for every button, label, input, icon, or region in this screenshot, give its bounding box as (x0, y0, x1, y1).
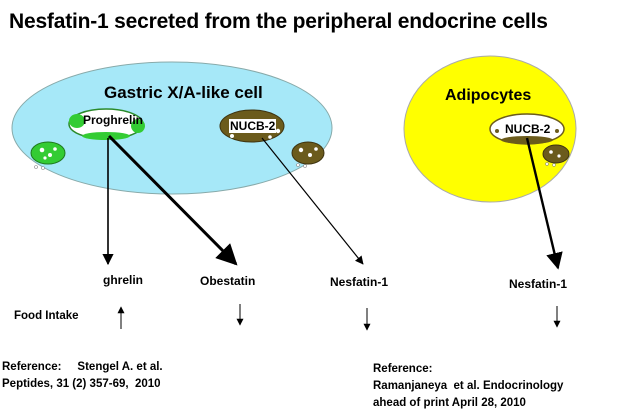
food-intake-label: Food Intake (14, 310, 79, 322)
nucb2-gastric-label: NUCB-2 (229, 119, 277, 133)
proghrelin-vesicle (68, 108, 145, 140)
page-title: Nesfatin-1 secreted from the peripheral … (9, 10, 548, 33)
reference-left-line2: Peptides, 31 (2) 357-69, 2010 (2, 378, 161, 390)
reference-left: Reference: Stengel A. et al. Peptides, 3… (2, 359, 163, 393)
proghrelin-to-obestatin-arrow (107, 134, 238, 266)
green-granule-icon (30, 141, 66, 170)
reference-right-line1: Reference: (373, 363, 433, 375)
adipocyte-granule-icon (542, 144, 570, 167)
nesfatin-gastric-label: Nesfatin-1 (330, 275, 389, 289)
olive-granule-icon (291, 141, 325, 168)
reference-right-line2: Ramanjaneya et al. Endocrinology (373, 380, 564, 392)
nucb2-to-nesfatin-arrow-gastric (261, 137, 364, 265)
obestatin-label: Obestatin (200, 274, 256, 288)
gastric-cell (11, 61, 333, 195)
proghrelin-label: Proghrelin (83, 113, 144, 127)
gastric-cell-label: Gastric X/A-like cell (104, 83, 263, 102)
ghrelin-label: ghrelin (103, 273, 144, 287)
reference-left-line1: Reference: Stengel A. et al. (2, 361, 163, 373)
reference-right: Reference: Ramanjaneya et al. Endocrinol… (373, 361, 563, 412)
nucb2-adipocyte-label: NUCB-2 (505, 122, 551, 136)
nesfatin-adipocyte-label: Nesfatin-1 (509, 277, 568, 291)
nucb2-to-nesfatin-arrow-adipocyte (525, 137, 563, 270)
adipocyte-cell-label: Adipocytes (445, 87, 532, 104)
reference-right-line3: ahead of print April 28, 2010 (373, 397, 526, 409)
